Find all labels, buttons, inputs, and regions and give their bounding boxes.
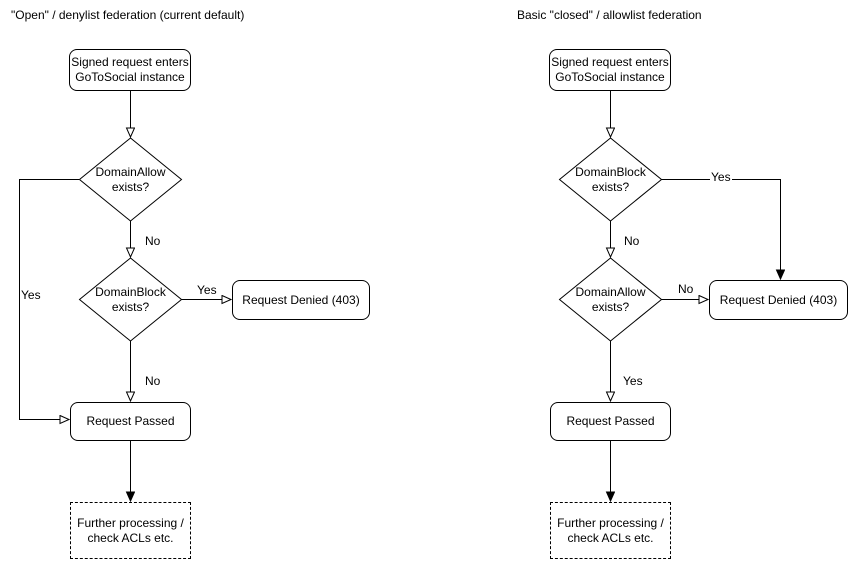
further-processing-node-right: Further processing / check ACLs etc.: [550, 502, 671, 559]
decision-diamond-domainallow-left: [78, 137, 183, 222]
edge-label-yes-left-1: Yes: [20, 288, 42, 302]
edge-label-no-left-2: No: [144, 374, 162, 388]
decision-diamond-domainblock-right: [558, 137, 663, 222]
edge-label-yes-right-1: Yes: [710, 170, 732, 184]
edge-decision1-yes-right: [661, 179, 781, 280]
denied-node-right: Request Denied (403): [709, 280, 848, 320]
left-chart-title: "Open" / denylist federation (current de…: [11, 8, 245, 22]
edge-label-yes-right-2: Yes: [622, 374, 644, 388]
edge-label-no-right-1: No: [623, 234, 641, 248]
edge-label-no-left-1: No: [144, 234, 162, 248]
decision1-label-right: DomainBlock exists?: [575, 164, 646, 194]
passed-node-left: Request Passed: [70, 402, 191, 441]
right-chart-title: Basic "closed" / allowlist federation: [517, 8, 702, 22]
start-node-right: Signed request enters GoToSocial instanc…: [549, 49, 671, 91]
decision2-label-left: DomainBlock exists?: [95, 284, 166, 314]
decision-diamond-domainallow-right: [558, 257, 663, 342]
decision2-label-right: DomainAllow exists?: [575, 284, 646, 314]
start-node-left: Signed request enters GoToSocial instanc…: [69, 49, 191, 91]
decision1-label-left: DomainAllow exists?: [95, 164, 166, 194]
passed-node-right: Request Passed: [550, 402, 671, 441]
decision-diamond-domainblock-left: [78, 257, 183, 342]
edge-label-no-right-2: No: [677, 282, 695, 296]
edge-decision1-yes-left: [19, 179, 79, 420]
edge-label-yes-left-2: Yes: [196, 283, 218, 297]
further-processing-node-left: Further processing / check ACLs etc.: [70, 502, 191, 559]
denied-node-left: Request Denied (403): [232, 280, 370, 320]
